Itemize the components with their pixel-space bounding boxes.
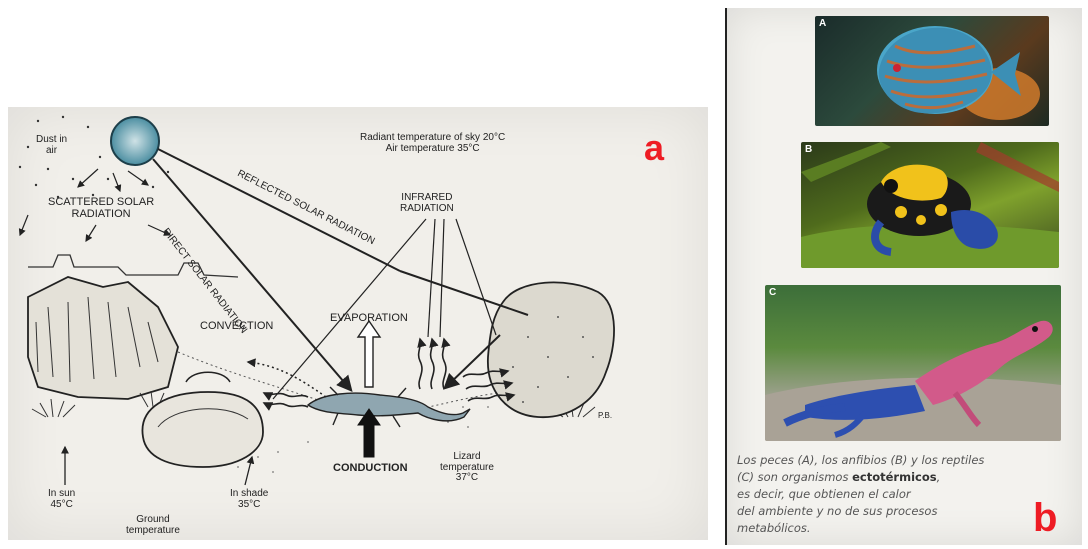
keyword-ectothermic: ectotérmicos — [852, 470, 936, 484]
photo-c-letter: C — [769, 287, 776, 298]
photo-caption: Los peces (A), los anfibios (B) y los re… — [737, 452, 997, 537]
conduction-label: CONDUCTION — [333, 463, 408, 475]
convection-label: CONVECTION — [200, 321, 273, 333]
panel-a-label: a — [644, 127, 664, 169]
photo-b-letter: B — [805, 144, 812, 155]
lizard-illustration — [765, 285, 1061, 441]
textbook-page: A B C Los — [725, 8, 1082, 545]
panel-b-label: b — [1033, 496, 1057, 541]
fish-photo: A — [815, 16, 1049, 126]
lizard-photo: C — [765, 285, 1061, 441]
photo-a-letter: A — [819, 18, 826, 29]
lizard-drawing — [308, 387, 470, 427]
frog-illustration — [801, 142, 1059, 268]
evaporation-label: EVAPORATION — [330, 313, 408, 325]
signature: P.B. — [598, 412, 612, 420]
sun-icon — [111, 117, 159, 165]
frog-photo: B — [801, 142, 1059, 268]
fish-illustration — [815, 16, 1049, 126]
